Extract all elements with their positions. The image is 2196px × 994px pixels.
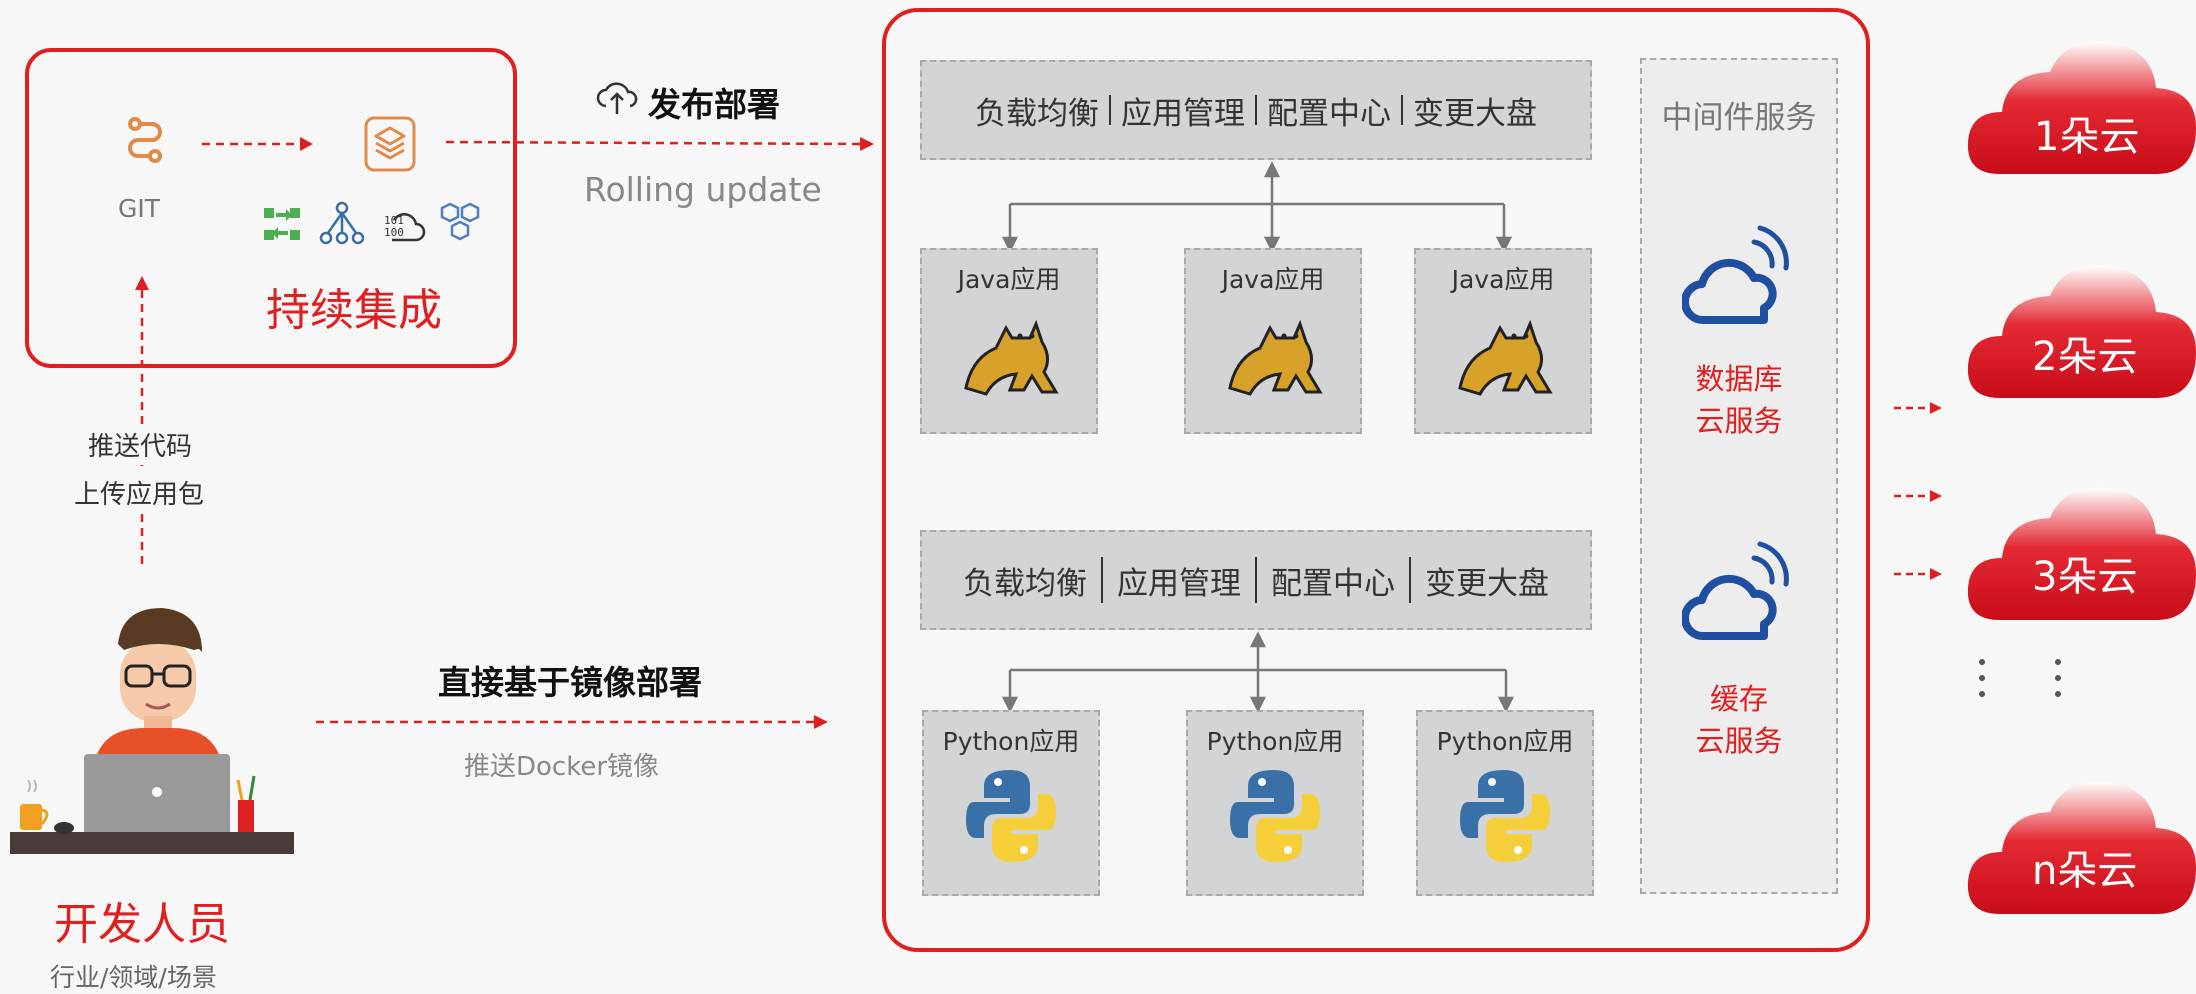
db-service-line1: 数据库 (1695, 362, 1783, 396)
developer-subtitle: 行业/领域/场景 (50, 963, 217, 992)
python-connector (1001, 631, 1515, 713)
layers-icon (364, 116, 416, 172)
arrow-git-to-layers (202, 137, 313, 151)
cluster-box (882, 8, 1870, 952)
bar-item-load-balance: 负载均衡 (963, 565, 1087, 602)
tomcat-icon (1458, 319, 1553, 396)
bar-separator (1101, 557, 1103, 603)
bar-separator (1255, 95, 1257, 125)
python-app-label: Python应用 (942, 727, 1080, 756)
java-app-card: Java应用 (1414, 248, 1592, 434)
more-clouds-ellipsis (1979, 659, 2061, 697)
push-code-label: 推送代码 (88, 424, 193, 465)
cloud-shape (1967, 487, 2196, 620)
cloud-wifi-icon (1682, 541, 1789, 641)
python-app-label: Python应用 (1436, 727, 1574, 756)
java-app-label: Java应用 (1451, 265, 1555, 294)
hexagon-cluster-icon (440, 202, 480, 241)
cache-service-line1: 缓存 (1709, 682, 1768, 716)
java-app-label: Java应用 (957, 265, 1061, 294)
python-icon (1460, 770, 1550, 862)
developer-title: 开发人员 (54, 899, 230, 950)
python-icon (1230, 770, 1320, 862)
middleware-title: 中间件服务 (1661, 100, 1817, 136)
cloud-label-1: 1朵云 (2034, 114, 2140, 160)
ci-title: 持续集成 (266, 285, 442, 336)
bar-item-app-mgmt: 应用管理 (1121, 95, 1245, 132)
docker-subtitle: 推送Docker镜像 (464, 752, 660, 782)
java-control-bar: 负载均衡 应用管理 配置中心 变更大盘 (920, 60, 1592, 160)
cloud-upload-icon (596, 82, 638, 114)
bar-separator (1409, 557, 1411, 603)
java-app-label: Java应用 (1221, 265, 1325, 294)
python-app-card: Python应用 (1416, 710, 1594, 896)
docker-title: 直接基于镜像部署 (438, 663, 702, 702)
git-label: GIT (118, 194, 161, 223)
python-control-bar: 负载均衡 应用管理 配置中心 变更大盘 (920, 530, 1592, 630)
binary-cloud-icon: 101 100 (384, 213, 426, 242)
developer-avatar (10, 608, 294, 854)
publish-title: 发布部署 (648, 85, 780, 124)
cloud-shape (1967, 781, 2196, 914)
cloud-shape (1967, 265, 2196, 398)
java-app-card: Java应用 (920, 248, 1098, 434)
arrow-ci-to-cluster (445, 137, 874, 151)
cache-service-line2: 云服务 (1695, 724, 1783, 758)
network-icon (319, 201, 365, 245)
db-service-line2: 云服务 (1695, 404, 1783, 438)
bar-item-config-center: 配置中心 (1271, 565, 1395, 602)
python-app-card: Python应用 (1186, 710, 1364, 896)
bar-item-change-dashboard: 变更大盘 (1413, 95, 1537, 132)
python-icon (966, 770, 1056, 862)
cloud-label-3: 3朵云 (2032, 554, 2138, 600)
java-app-card: Java应用 (1184, 248, 1362, 434)
java-connector (1001, 161, 1513, 253)
cloud-wifi-icon (1682, 225, 1789, 325)
cloud-label-2: 2朵云 (2032, 334, 2138, 380)
bar-item-change-dashboard: 变更大盘 (1425, 565, 1549, 602)
publish-subtitle: Rolling update (584, 170, 822, 209)
transfer-icon (264, 208, 300, 240)
arrow-dev-to-cluster (316, 715, 828, 729)
tomcat-icon (964, 319, 1059, 396)
middleware-panel (1640, 58, 1838, 894)
cloud-label-n: n朵云 (2032, 848, 2138, 894)
python-app-card: Python应用 (922, 710, 1100, 896)
svg-text:101: 101 (384, 214, 404, 227)
ci-box (25, 48, 517, 368)
arrow-to-cloud (1894, 568, 1942, 580)
svg-text:100: 100 (384, 226, 404, 239)
bar-separator (1401, 95, 1403, 125)
python-app-label: Python应用 (1206, 727, 1344, 756)
arrow-to-cloud (1894, 402, 1942, 414)
upload-pkg-label: 上传应用包 (74, 472, 205, 513)
tomcat-icon (1228, 319, 1323, 396)
bar-separator (1109, 95, 1111, 125)
bar-item-app-mgmt: 应用管理 (1117, 565, 1241, 602)
bar-item-config-center: 配置中心 (1267, 95, 1391, 132)
arrow-dev-to-ci (135, 276, 149, 566)
bar-item-load-balance: 负载均衡 (975, 95, 1099, 132)
bar-separator (1255, 557, 1257, 603)
cloud-shape (1967, 41, 2196, 174)
git-icon (128, 117, 162, 163)
arrow-to-cloud (1894, 490, 1942, 502)
